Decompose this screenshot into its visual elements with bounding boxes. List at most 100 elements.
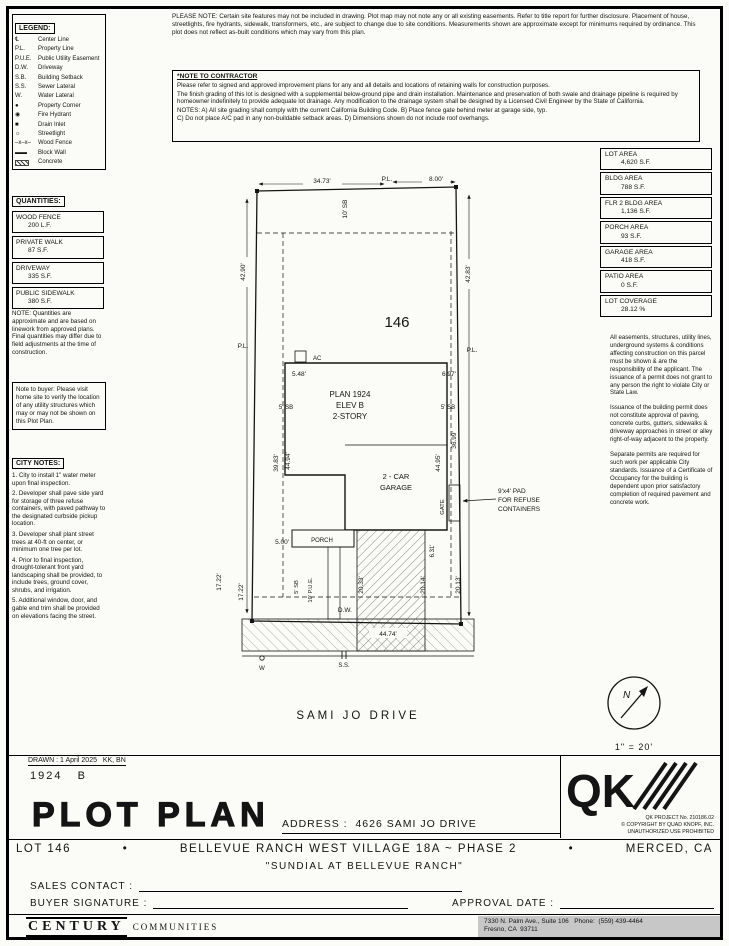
- concrete-hatch-icon: [15, 160, 29, 167]
- legend-item: S.B.Building Setback: [15, 74, 103, 83]
- qk-project-number: QK PROJECT No. 210186.02: [645, 815, 714, 821]
- contractor-note-line: The finish grading of this lot is design…: [177, 90, 678, 106]
- city-notes-title: CITY NOTES:: [12, 458, 65, 469]
- property-corner-marker: [459, 622, 463, 626]
- subdivision-name: "SUNDIAL AT BELLEVUE RANCH": [265, 861, 464, 872]
- legend-item: W.Water Lateral: [15, 92, 103, 101]
- north-arrow: [620, 689, 646, 719]
- please-note: PLEASE NOTE: Certain site features may n…: [172, 13, 696, 36]
- dim-17-22: 17.22': [238, 583, 245, 601]
- title-block-divider: [560, 755, 561, 838]
- contractor-note-line: Please refer to signed and approved impr…: [177, 82, 550, 90]
- dim-17-22: 17.22': [216, 573, 223, 591]
- footer-lot: LOT 146: [16, 843, 72, 855]
- legal-paragraph: Issuance of the building permit does not…: [610, 404, 713, 444]
- builder-name: CENTURY: [26, 917, 127, 938]
- property-corner-icon: ●: [15, 102, 19, 109]
- legend-item: D.W.Driveway: [15, 64, 103, 73]
- drain-inlet-icon: ■: [15, 121, 19, 128]
- drawn-by: DRAWN : 1 April 2025 KK, BN: [28, 757, 126, 766]
- sales-contact-row: SALES CONTACT :: [30, 880, 462, 892]
- legend-item: Concrete: [15, 158, 103, 167]
- dim-44-95: 44.95': [435, 454, 442, 472]
- dim-36-99: 36.99': [451, 431, 458, 449]
- sewer-abbr: S.S.: [15, 84, 27, 91]
- contractor-note-line: C) Do not place A/C pad in any non-build…: [177, 115, 490, 123]
- plan-elevation: ELEV B: [336, 401, 364, 410]
- city-note: 4. Prior to final inspection, drought-to…: [12, 556, 103, 594]
- dim-top-right: 8.00': [429, 176, 443, 183]
- qk-rights: UNAUTHORIZED USE PROHIBITED: [628, 829, 715, 835]
- setback-abbr: S.B.: [15, 74, 27, 81]
- driveway-label: D.W.: [338, 607, 352, 614]
- gate-label: GATE: [440, 499, 446, 514]
- water-lateral-marker: [259, 655, 265, 661]
- footer-rule-top: [9, 839, 720, 840]
- legend-item: ℄Center Line: [15, 36, 103, 45]
- legal-paragraph: Separate permits are required for such w…: [610, 450, 713, 506]
- water-abbr: W.: [15, 93, 22, 100]
- dim-backdrop: [369, 628, 407, 638]
- property-corner-marker: [454, 185, 458, 189]
- dim-pue: 10' P.U.E.: [308, 577, 314, 603]
- refuse-pad: [448, 484, 461, 522]
- drawing-scale: 1" = 20': [614, 742, 654, 752]
- sales-contact-blank: [138, 880, 462, 892]
- ac-label: AC: [313, 356, 322, 362]
- dim-6-97: 6.97': [442, 371, 456, 378]
- compass-circle: [607, 676, 661, 730]
- north-compass: N: [607, 676, 661, 730]
- builder-address-line2: Fresno, CA 93711: [484, 926, 538, 934]
- address-line: ADDRESS : 4626 SAMI JO DRIVE: [282, 818, 560, 834]
- dim-side-setback-right: 5' SB: [441, 405, 455, 411]
- dim-20-13: 20.13': [455, 576, 462, 594]
- dim-6-31: 6.31': [430, 545, 436, 558]
- quantities-note: NOTE: Quantities are approximate and are…: [12, 310, 102, 356]
- city-note: 1. City to install 1" water meter upon f…: [12, 472, 96, 487]
- dim-39-83: 39.83': [273, 454, 280, 472]
- refuse-pad-note: 9'x4' PAD: [498, 488, 526, 495]
- legal-notes: All easements, structures, utility lines…: [610, 334, 714, 513]
- legal-paragraph: All easements, structures, utility lines…: [610, 334, 712, 397]
- plan-stories: 2-STORY: [333, 412, 368, 421]
- dim-5-00: 5.00': [275, 539, 289, 546]
- dim-20-14: 20.14': [420, 576, 427, 594]
- street-name: SAMI JO DRIVE: [296, 710, 419, 722]
- ac-pad: [294, 350, 307, 363]
- title-block-rule: [9, 755, 720, 756]
- legend-item: S.S.Sewer Lateral: [15, 83, 103, 92]
- dim-front-setback: 10' SB: [342, 200, 349, 219]
- plan-number: 1924 B: [30, 770, 87, 782]
- sewer-label: S.S.: [338, 663, 350, 669]
- legend-item: ☼Streetlight: [15, 130, 103, 139]
- driveway-abbr: D.W.: [15, 65, 28, 72]
- dim-20-33: 20.33': [358, 576, 365, 594]
- block-wall-icon: ▬▬: [15, 149, 27, 156]
- contractor-note-box: *NOTE TO CONTRACTOR Please refer to sign…: [172, 70, 700, 142]
- buyer-signature-blank: [153, 897, 408, 909]
- legend-item: –x–x–Wood Fence: [15, 139, 103, 148]
- city-note: 2. Developer shall pave side yard for st…: [12, 490, 106, 528]
- plan-title: PLAN 1924: [330, 390, 371, 399]
- footer-rule-bottom: [9, 914, 720, 915]
- quantities-title: QUANTITIES:: [12, 196, 65, 207]
- dim-bottom-width: 44.74': [379, 631, 397, 638]
- qk-logo-stripes: [632, 761, 698, 811]
- builder-logo: CENTURY COMMUNITIES: [26, 917, 218, 938]
- legend-item: P.U.E.Public Utility Easement: [15, 55, 103, 64]
- bullet: •: [122, 843, 129, 855]
- water-label: W: [259, 666, 265, 672]
- pl-label-right: P.L.: [467, 347, 478, 354]
- qk-logo: QK: [566, 765, 635, 817]
- bullet: •: [568, 843, 575, 855]
- dim-left-depth: 42.90': [240, 263, 247, 281]
